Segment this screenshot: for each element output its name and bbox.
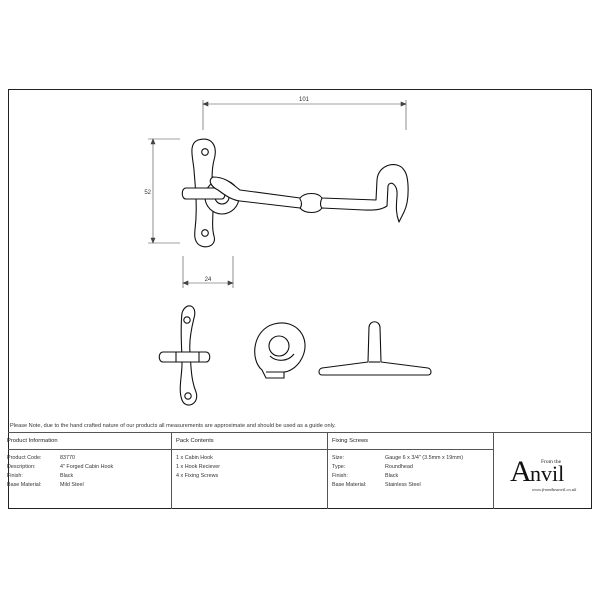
width-dimension-label: 101 <box>299 97 310 103</box>
fixing-screws-value: Gauge 6 x 3/4" (3.5mm x 19mm) <box>385 455 464 461</box>
product-info-label: Product Code: <box>7 455 42 461</box>
product-info-value: 83770 <box>60 455 75 461</box>
product-info-value: Mild Steel <box>60 482 84 488</box>
hook-receiver-side-view <box>318 321 432 376</box>
plate-width-dimension <box>182 256 234 288</box>
fixing-screws-label: Size: <box>332 455 344 461</box>
drawing-frame <box>8 89 592 509</box>
pack-contents-item: 1 x Hook Reciever <box>176 464 221 470</box>
fixing-screws-value: Roundhead <box>385 464 413 470</box>
fixing-screws-value: Stainless Steel <box>385 482 421 488</box>
height-dimension <box>148 138 180 244</box>
height-dimension-label: 52 <box>144 190 151 196</box>
measurement-note: Please Note, due to the hand crafted nat… <box>10 423 336 429</box>
product-info-value: 4" Forged Cabin Hook <box>60 464 114 470</box>
width-dimension <box>202 100 407 130</box>
plate-width-dimension-label: 24 <box>205 277 212 283</box>
cabin-hook-front-view <box>181 138 409 248</box>
column-divider-3 <box>493 432 494 509</box>
logo-anvil-text: nvil <box>530 461 564 486</box>
pack-contents-item: 4 x Fixing Screws <box>176 473 219 479</box>
fixing-screws-label: Base Material: <box>332 482 367 488</box>
pack-contents-item: 1 x Cabin Hook <box>176 455 213 461</box>
product-info-header: Product Information <box>7 438 58 444</box>
product-info-value: Black <box>60 473 74 479</box>
fixing-screws-label: Type: <box>332 464 346 470</box>
column-divider-1 <box>171 432 172 509</box>
table-header-rule <box>8 449 494 450</box>
hook-receiver-eye-view <box>254 322 306 379</box>
fixing-screws-label: Finish: <box>332 473 348 479</box>
pack-contents-header: Pack Contents <box>176 438 214 444</box>
fixing-screws-header: Fixing Screws <box>332 438 369 444</box>
logo-a-glyph: A <box>510 455 532 488</box>
fixing-screws-value: Black <box>385 473 399 479</box>
cabin-hook-side-view <box>158 305 211 406</box>
column-divider-2 <box>327 432 328 509</box>
table-top-rule <box>8 432 592 433</box>
logo-from-text: From the <box>541 459 562 465</box>
product-info-label: Finish: <box>7 473 23 479</box>
logo-url-text: www.fromtheanvil.co.uk <box>532 487 577 492</box>
from-the-anvil-logo: From the A nvil www.fromtheanvil.co.uk <box>510 455 577 492</box>
product-info-label: Description: <box>7 464 36 470</box>
product-info-label: Base Material: <box>7 482 42 488</box>
